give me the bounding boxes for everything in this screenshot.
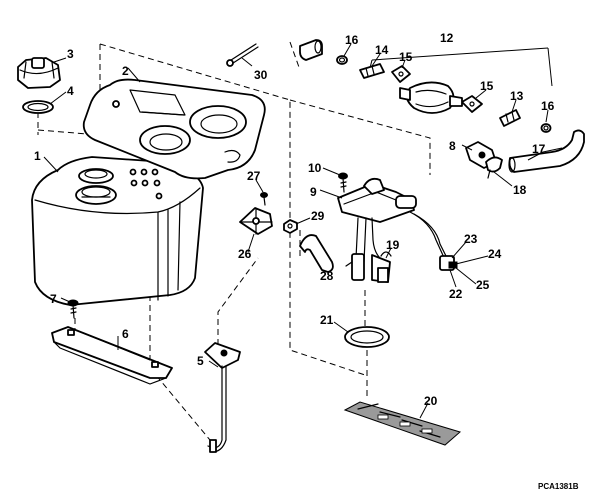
figure-reference: PCA1381B	[538, 482, 579, 491]
plate-gasket	[343, 401, 462, 446]
callout-20: 20	[424, 394, 438, 408]
callout-27: 27	[247, 169, 261, 183]
callout-25: 25	[476, 278, 490, 292]
callout-10: 10	[308, 161, 322, 175]
callout-labels: 1 2 3 4 5 6 7 8 9 10 12 13 14 15 15 16 1…	[34, 31, 555, 408]
callout-26: 26	[238, 247, 252, 261]
primer-bulb	[399, 81, 463, 114]
fuel-pickup-assembly	[337, 177, 417, 283]
callout-5: 5	[197, 354, 204, 368]
fuel-line-leader-12	[369, 47, 553, 87]
tank-cover	[82, 78, 266, 180]
wire-harness	[409, 211, 458, 271]
screw-7	[67, 299, 79, 319]
callout-18: 18	[513, 183, 527, 197]
callout-23: 23	[464, 232, 478, 246]
callout-15b: 15	[480, 79, 494, 93]
strap-30	[226, 43, 259, 67]
gasket-ring	[344, 326, 390, 348]
callout-14: 14	[375, 43, 389, 57]
callout-2: 2	[122, 64, 129, 78]
callout-22: 22	[449, 287, 463, 301]
callout-3: 3	[67, 47, 74, 61]
leader-lines	[43, 43, 563, 419]
retainer-plate	[239, 207, 273, 235]
clamp-16a	[336, 55, 348, 65]
callout-30: 30	[254, 68, 268, 82]
screw-10	[338, 172, 348, 193]
callout-16b: 16	[541, 99, 555, 113]
callout-15a: 15	[399, 50, 413, 64]
clip-19	[380, 251, 392, 257]
callout-28: 28	[320, 269, 334, 283]
callout-19: 19	[386, 238, 400, 252]
callout-13: 13	[510, 89, 524, 103]
callout-7: 7	[50, 292, 57, 306]
callout-16a: 16	[345, 33, 359, 47]
callout-29: 29	[311, 209, 325, 223]
callout-21: 21	[320, 313, 334, 327]
screw-27	[260, 192, 268, 206]
clip-18	[485, 156, 503, 179]
hose-17	[508, 129, 585, 173]
fuel-tank	[31, 156, 204, 306]
callout-4: 4	[67, 84, 74, 98]
fitting-14	[359, 63, 385, 79]
mounting-bracket	[51, 326, 173, 385]
callout-17: 17	[532, 142, 546, 156]
fuel-gauge	[204, 342, 241, 453]
cap-gasket	[22, 100, 54, 114]
fuel-cap	[17, 57, 61, 89]
hose-28	[299, 234, 334, 273]
connector-tube	[299, 39, 323, 61]
callout-6: 6	[122, 327, 129, 341]
callout-24: 24	[488, 247, 502, 261]
clamp-15a	[391, 65, 411, 83]
clamp-15b	[461, 95, 483, 113]
clamp-16b	[540, 123, 552, 133]
callout-9: 9	[310, 185, 317, 199]
fitting-13	[499, 109, 521, 127]
nut-29	[283, 219, 298, 234]
callout-1: 1	[34, 149, 41, 163]
callout-8: 8	[449, 139, 456, 153]
callout-12: 12	[440, 31, 454, 45]
